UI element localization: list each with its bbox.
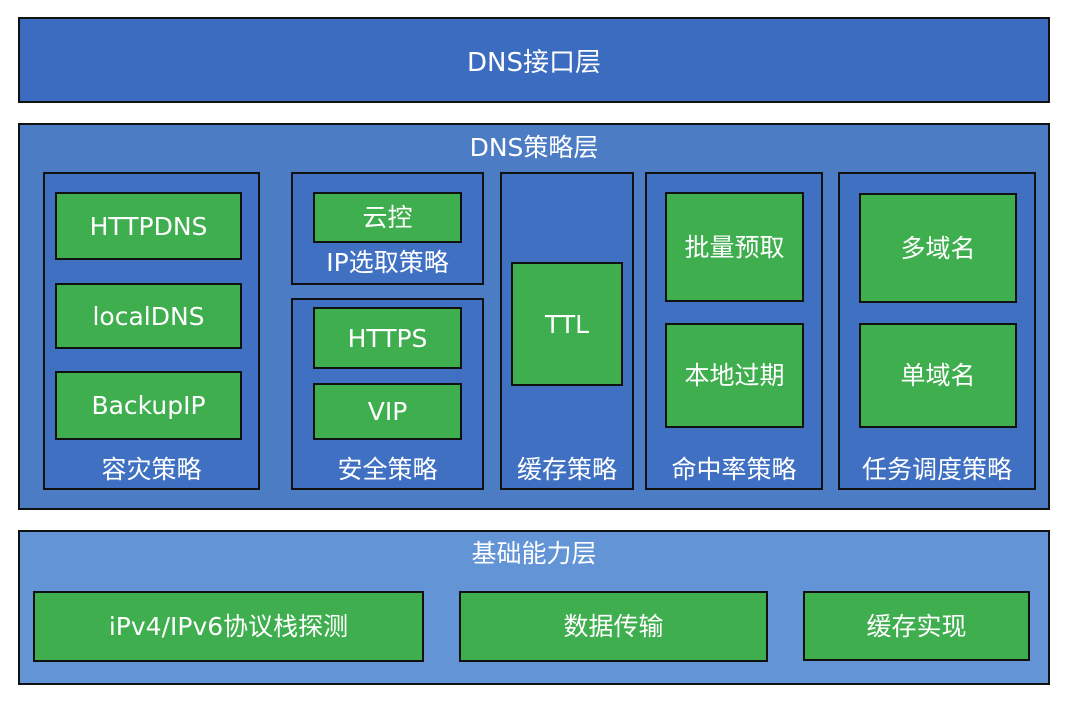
httpdns-box: HTTPDNS xyxy=(55,192,242,260)
vip-box: VIP xyxy=(313,383,462,440)
cache-implementation-box: 缓存实现 xyxy=(803,591,1030,661)
backupip-box: BackupIP xyxy=(55,371,242,440)
cache-group-title: 缓存策略 xyxy=(516,455,617,484)
dns-interface-layer-title: DNS接口层 xyxy=(467,47,601,78)
dns-strategy-layer-title: DNS策略层 xyxy=(469,133,599,162)
disaster-recovery-group-title: 容灾策略 xyxy=(101,455,202,484)
data-transmission-box: 数据传输 xyxy=(459,591,768,662)
localdns-box: localDNS xyxy=(55,283,242,349)
dns-interface-layer: DNS接口层 xyxy=(18,17,1050,103)
ttl-box: TTL xyxy=(511,262,623,386)
task-scheduling-group-title: 任务调度策略 xyxy=(861,455,1012,484)
hit-rate-group-title: 命中率策略 xyxy=(671,455,797,484)
single-domain-box: 单域名 xyxy=(859,323,1017,428)
https-box: HTTPS xyxy=(313,307,462,369)
foundation-layer-title: 基础能力层 xyxy=(471,539,597,568)
local-expiry-box: 本地过期 xyxy=(665,323,804,428)
ip-stack-detection-box: iPv4/IPv6协议栈探测 xyxy=(33,591,424,662)
security-group-title: 安全策略 xyxy=(337,455,438,484)
cloud-control-box: 云控 xyxy=(313,192,462,243)
batch-prefetch-box: 批量预取 xyxy=(665,192,804,302)
multi-domain-box: 多域名 xyxy=(859,193,1017,303)
ip-selection-group-title: IP选取策略 xyxy=(326,248,449,277)
